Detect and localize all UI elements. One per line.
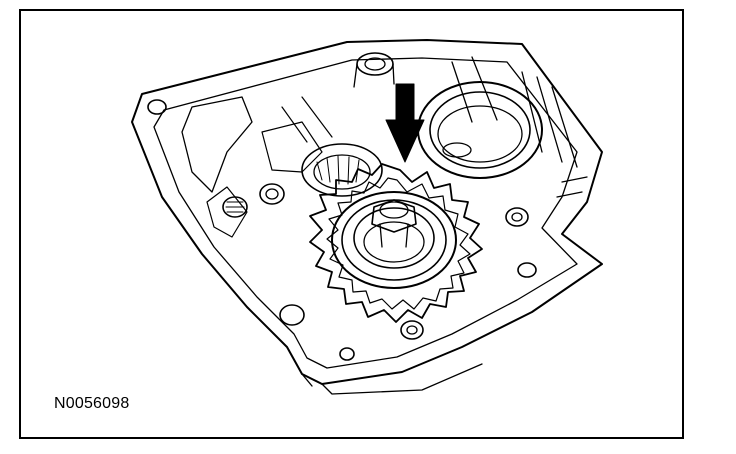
case-flange-outline — [131, 39, 603, 385]
rib-2 — [471, 56, 498, 121]
threaded-plug — [222, 196, 248, 218]
transmission-case-illustration — [131, 39, 603, 395]
bearing-bore-mid — [429, 91, 531, 169]
bolt-hole-7-inner — [406, 325, 418, 335]
gear-hub-inner — [353, 207, 435, 269]
pocket-left-2 — [206, 186, 248, 238]
plug-threads — [225, 201, 245, 213]
bolt-hole-3-inner — [511, 212, 523, 222]
rib-3 — [521, 71, 543, 153]
rib-4 — [536, 76, 563, 163]
rib-5 — [551, 86, 578, 168]
gear-teeth-inner-edge — [326, 177, 471, 310]
lower-lip — [301, 373, 313, 387]
rear-bearing-rollers — [316, 155, 360, 185]
rear-bearing-inner — [313, 154, 371, 190]
pocket-center — [261, 121, 323, 173]
bolt-hole-4 — [517, 262, 537, 278]
rear-bearing-outer — [301, 143, 383, 197]
bolt-hole-2-inner — [265, 188, 279, 200]
top-boss-side — [353, 63, 395, 88]
bolt-hole-7 — [400, 320, 424, 340]
case-flange-inner — [153, 57, 578, 369]
lower-edge — [321, 363, 483, 395]
rib-6 — [561, 176, 588, 183]
rib-left-1 — [281, 106, 308, 143]
gear-teeth — [309, 163, 483, 323]
bolt-hole-3 — [505, 207, 529, 227]
bolt-hole-2 — [259, 183, 285, 205]
bolt-hole-6 — [339, 347, 355, 361]
retaining-nut — [371, 199, 417, 233]
gear-hub-outer — [331, 191, 457, 289]
figure-frame: N0056098 — [19, 9, 684, 439]
bearing-bore-outer — [417, 81, 543, 179]
bearing-bore-hole — [442, 142, 472, 158]
pocket-left — [181, 96, 253, 193]
gear-hub-step — [363, 221, 425, 263]
figure-reference-code: N0056098 — [54, 395, 130, 412]
nut-shaft — [379, 223, 409, 248]
rib-1 — [451, 61, 473, 123]
rib-7 — [556, 191, 583, 198]
bolt-hole-1 — [147, 99, 167, 115]
bearing-bore-inner — [437, 105, 523, 163]
rib-left-2 — [301, 96, 333, 138]
top-boss — [356, 52, 394, 76]
top-boss-inner — [364, 57, 386, 71]
bolt-hole-5 — [279, 304, 305, 326]
nut-top — [379, 201, 409, 219]
callout-arrow — [385, 83, 425, 163]
